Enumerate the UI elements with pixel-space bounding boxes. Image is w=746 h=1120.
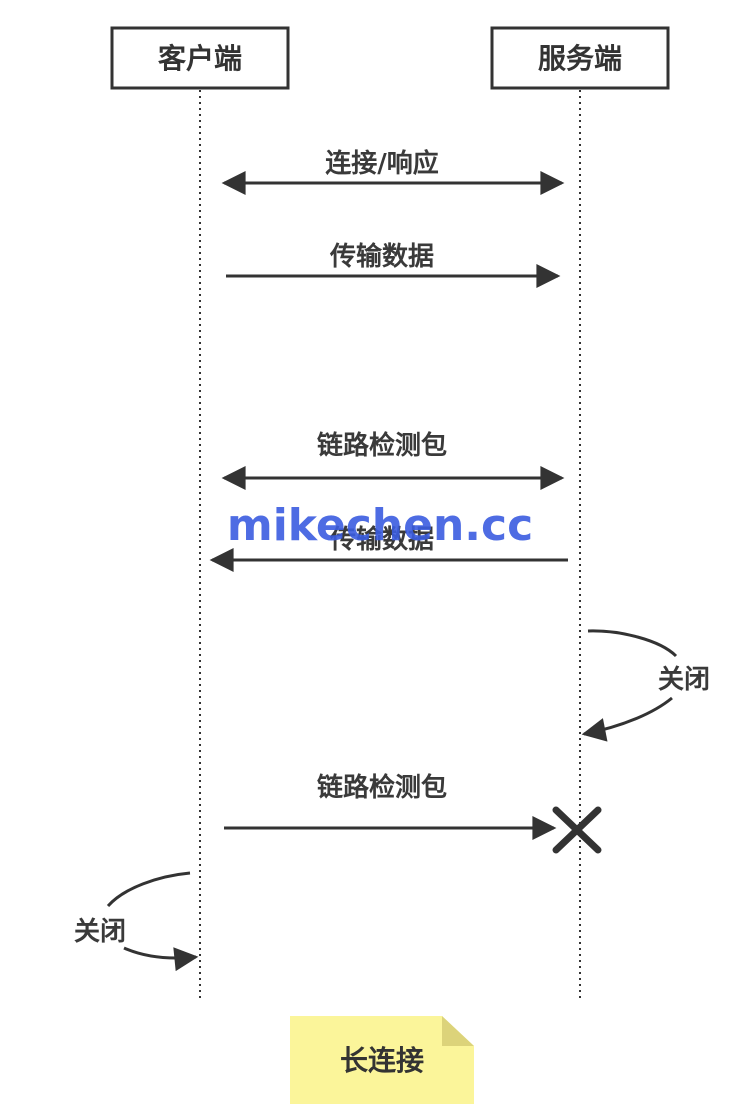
client-label: 客户端 xyxy=(158,42,242,75)
long-connection-note: 长连接 xyxy=(290,1016,474,1104)
client-participant: 客户端 xyxy=(110,26,290,90)
server-participant: 服务端 xyxy=(490,26,670,90)
server-close-label: 关闭 xyxy=(658,665,710,695)
client-close-curve-bottom xyxy=(123,946,199,972)
heartbeat-1-label: 链路检测包 xyxy=(317,430,447,461)
server-label: 服务端 xyxy=(538,42,622,75)
client-close-label: 关闭 xyxy=(74,917,126,947)
heartbeat-2-label: 链路检测包 xyxy=(317,772,447,803)
send-data-1-label: 传输数据 xyxy=(329,241,434,272)
watermark: mikechen.cc xyxy=(227,500,533,551)
server-close-curve-bottom xyxy=(581,696,673,742)
client-close-curve-top xyxy=(106,871,191,908)
note-label: 长连接 xyxy=(340,1044,424,1077)
failure-x-icon xyxy=(552,806,602,854)
send-data-2-label: 传输数据 xyxy=(329,524,434,555)
connect-label: 连接/响应 xyxy=(325,148,439,179)
server-close-curve-top xyxy=(587,629,678,658)
